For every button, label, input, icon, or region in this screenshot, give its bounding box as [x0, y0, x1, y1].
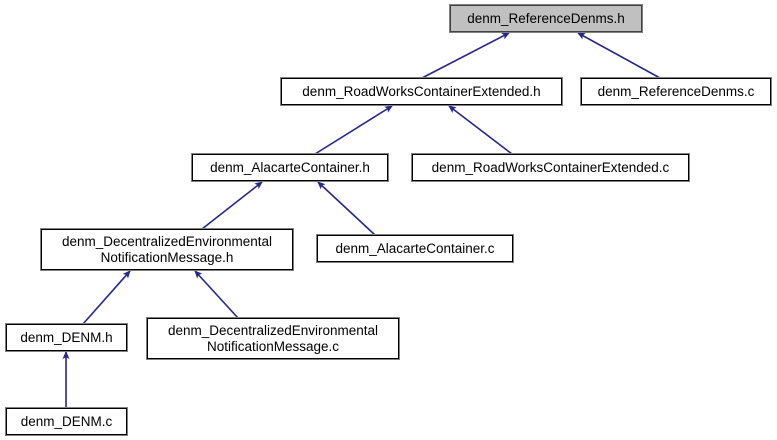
node-denm_DecentralizedEnvironmentalNotificationMessage_c[interactable]: denm_DecentralizedEnvironmental Notifica… [146, 317, 400, 360]
node-label: denm_RoadWorksContainerExtended.h [302, 83, 541, 99]
edge-denm_ReferenceDenms_c-to-denm_ReferenceDenms_h [577, 32, 661, 79]
edge-denm_RoadWorksContainerExtended_c-to-denm_RoadWorksContainerExtended_h [448, 105, 513, 155]
node-label: denm_DENM.c [20, 413, 113, 429]
node-label: denm_RoadWorksContainerExtended.c [431, 159, 670, 175]
node-label: denm_DENM.h [20, 329, 113, 345]
edge-denm_DecentralizedEnvironmentalNotificationMessage_h-to-denm_AlacarteContainer_h [201, 181, 263, 230]
node-label: denm_DecentralizedEnvironmental Notifica… [167, 322, 379, 354]
edge-denm_AlacarteContainer_h-to-denm_RoadWorksContainerExtended_h [314, 105, 393, 155]
node-denm_ReferenceDenms_h[interactable]: denm_ReferenceDenms.h [449, 4, 643, 33]
node-denm_DecentralizedEnvironmentalNotificationMessage_h[interactable]: denm_DecentralizedEnvironmental Notifica… [40, 228, 294, 271]
edge-denm_AlacarteContainer_c-to-denm_AlacarteContainer_h [317, 181, 376, 236]
node-denm_AlacarteContainer_h[interactable]: denm_AlacarteContainer.h [191, 153, 389, 182]
edge-denm_DENM_h-to-denm_DecentralizedEnvironmentalNotificationMessage_h [82, 270, 131, 325]
node-denm_DENM_c[interactable]: denm_DENM.c [5, 407, 128, 436]
node-label: denm_ReferenceDenms.c [597, 83, 755, 99]
node-label: denm_AlacarteContainer.h [210, 159, 370, 175]
edge-denm_RoadWorksContainerExtended_h-to-denm_ReferenceDenms_h [421, 32, 510, 79]
node-denm_RoadWorksContainerExtended_h[interactable]: denm_RoadWorksContainerExtended.h [280, 77, 563, 106]
node-label: denm_DecentralizedEnvironmental Notifica… [61, 233, 273, 265]
edge-denm_DecentralizedEnvironmentalNotificationMessage_c-to-denm_DecentralizedEnvironmentalNotificationMessage_h [194, 270, 239, 319]
node-denm_DENM_h[interactable]: denm_DENM.h [5, 323, 128, 352]
node-label: denm_ReferenceDenms.h [467, 10, 625, 26]
node-denm_AlacarteContainer_c[interactable]: denm_AlacarteContainer.c [316, 234, 514, 263]
node-denm_RoadWorksContainerExtended_c[interactable]: denm_RoadWorksContainerExtended.c [411, 153, 690, 182]
node-denm_ReferenceDenms_c[interactable]: denm_ReferenceDenms.c [580, 77, 772, 106]
node-label: denm_AlacarteContainer.c [335, 240, 495, 256]
